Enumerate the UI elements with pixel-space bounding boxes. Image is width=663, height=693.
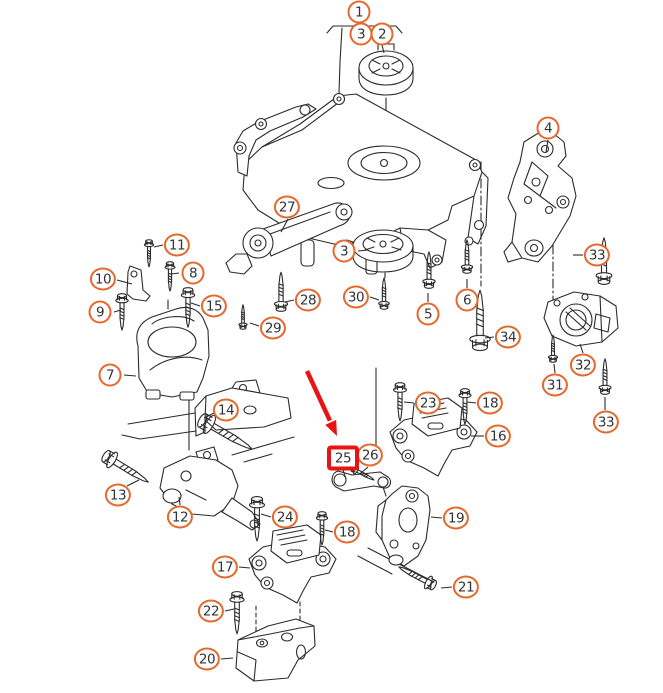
callout-29[interactable]: 29 (259, 316, 287, 340)
leader-line (126, 479, 140, 487)
leader-line (403, 401, 415, 404)
part-sketch-gearbox-support (503, 131, 577, 263)
leader-line (249, 322, 260, 327)
leader-line (220, 657, 234, 660)
callout-26[interactable]: 26 (356, 443, 384, 467)
callout-18[interactable]: 18 (333, 520, 361, 544)
leader-line (553, 363, 556, 374)
leader-line (284, 299, 295, 303)
leader-line (238, 566, 251, 569)
leader-line (360, 466, 369, 474)
callout-12[interactable]: 12 (166, 505, 194, 529)
callout-25-highlighted[interactable]: 25 (327, 445, 359, 471)
leader-line (324, 529, 334, 533)
leader-line (224, 608, 235, 612)
callout-18[interactable]: 18 (476, 391, 504, 415)
leader-line (116, 279, 133, 285)
callout-24[interactable]: 24 (271, 505, 299, 529)
part-sketch-engine-mount (136, 299, 210, 401)
leader-line (113, 309, 122, 313)
leader-line (203, 412, 215, 419)
leader-line (280, 218, 289, 233)
callout-5[interactable]: 5 (416, 302, 440, 326)
leader-line (579, 343, 584, 354)
leader-line (153, 244, 164, 248)
leader-line (190, 302, 201, 307)
callout-23[interactable]: 23 (414, 391, 442, 415)
callout-4[interactable]: 4 (536, 116, 560, 140)
leader-line (178, 496, 181, 506)
callout-22[interactable]: 22 (197, 599, 225, 623)
callout-28[interactable]: 28 (294, 288, 322, 312)
callout-17[interactable]: 17 (211, 555, 239, 579)
part-sketch-lower-round-mount (346, 229, 414, 273)
part-sketch-upper-round-mount (358, 43, 414, 96)
leader-line (260, 513, 272, 518)
callout-20[interactable]: 20 (193, 647, 221, 671)
callout-11[interactable]: 11 (163, 233, 191, 257)
part-sketch-gearbox-mount (543, 291, 619, 347)
part-sketch-subframe (233, 92, 489, 275)
leader-line (123, 374, 137, 377)
leader-line (430, 516, 443, 519)
callout-1[interactable]: 1 (347, 0, 371, 24)
callout-19[interactable]: 19 (442, 506, 470, 530)
callout-33[interactable]: 33 (583, 243, 611, 267)
part-sketch-small-bracket (126, 265, 151, 302)
leader-line (466, 401, 477, 404)
callout-16[interactable]: 16 (484, 424, 512, 448)
callout-14[interactable]: 14 (212, 398, 240, 422)
callout-10[interactable]: 10 (89, 267, 117, 291)
callout-3[interactable]: 3 (349, 22, 373, 46)
callout-33[interactable]: 33 (592, 410, 620, 434)
callout-13[interactable]: 13 (104, 483, 132, 507)
callout-8[interactable]: 8 (181, 261, 205, 285)
leader-line (357, 249, 369, 252)
part-sketch-mount-block (389, 397, 478, 477)
leader-line (440, 586, 453, 589)
callout-7[interactable]: 7 (98, 363, 122, 387)
leader-line (369, 296, 380, 301)
leader-line (545, 139, 549, 153)
callout-6[interactable]: 6 (455, 288, 479, 312)
part-sketch-link (331, 470, 392, 497)
callout-2[interactable]: 2 (370, 22, 394, 46)
callout-31[interactable]: 31 (541, 373, 569, 397)
callout-30[interactable]: 30 (342, 285, 370, 309)
callout-32[interactable]: 32 (569, 353, 597, 377)
leader-line (484, 336, 495, 339)
part-sketch-torque-arm (225, 202, 353, 275)
callout-27[interactable]: 27 (273, 195, 301, 219)
leader-line (381, 44, 385, 54)
callout-3[interactable]: 3 (332, 239, 356, 263)
callout-15[interactable]: 15 (200, 294, 228, 318)
part-sketch-support-bracket (375, 485, 431, 567)
leader-line (342, 469, 347, 480)
callout-9[interactable]: 9 (88, 300, 112, 324)
callout-21[interactable]: 21 (452, 575, 480, 599)
part-sketch-bottom-bracket (235, 618, 316, 682)
callout-34[interactable]: 34 (494, 325, 522, 349)
leader-line (170, 272, 180, 275)
